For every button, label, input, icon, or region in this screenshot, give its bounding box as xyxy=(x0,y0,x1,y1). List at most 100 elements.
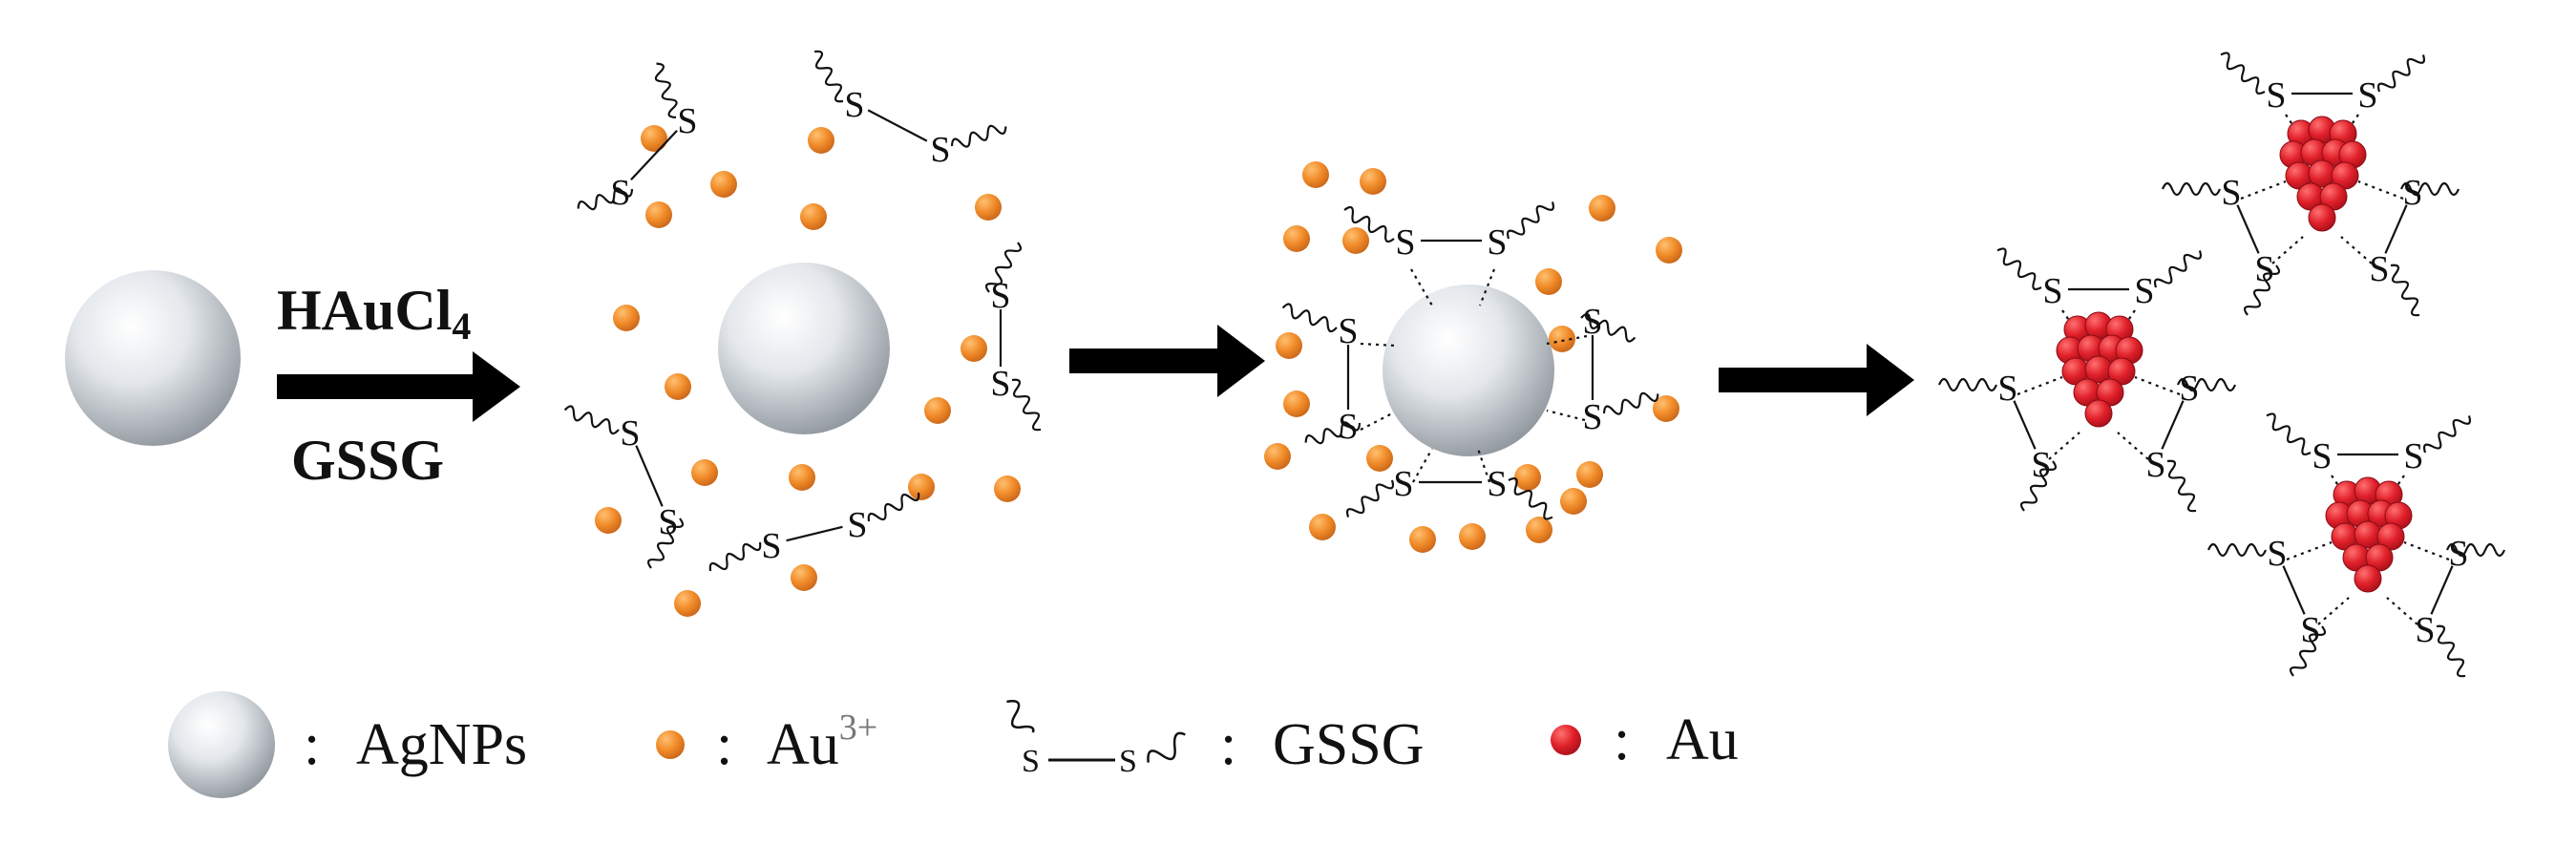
coordination-bond xyxy=(1360,412,1395,431)
glutathione-tail-icon xyxy=(1343,205,1395,243)
sulfur-label: S xyxy=(2221,173,2241,213)
sulfur-label: S xyxy=(2134,271,2154,311)
coordination-bond xyxy=(2357,180,2404,201)
glutathione-tail-icon xyxy=(2176,377,2237,392)
legend-au-ion-icon xyxy=(656,730,685,759)
glutathione-tail-icon xyxy=(577,187,634,211)
au-ion-icon xyxy=(1409,526,1436,553)
agnp-sphere-icon xyxy=(1383,285,1554,456)
sulfur-label: S xyxy=(2266,75,2286,116)
disulfide-bond xyxy=(2161,400,2185,450)
sulfur-label: S xyxy=(2357,75,2377,116)
au-ion-icon xyxy=(674,590,701,617)
coordination-bond xyxy=(2340,236,2373,264)
au-ion-icon xyxy=(924,397,951,424)
glutathione-tail-icon xyxy=(1602,391,1659,415)
legend: : AgNPs : Au3+ S S : GSSG : Au xyxy=(168,691,1739,798)
au-ion-icon xyxy=(645,201,672,228)
au-ion-icon xyxy=(1309,514,1336,540)
au-ion-icon xyxy=(791,564,817,591)
disulfide-bond xyxy=(2013,400,2037,450)
au-ion-icon xyxy=(1560,488,1587,515)
sulfur-label: S xyxy=(2145,445,2165,485)
sulfur-label: S xyxy=(1997,369,2017,409)
coordination-bond xyxy=(2134,375,2181,396)
agnp-sphere-icon xyxy=(65,270,241,446)
sulfur-label: S xyxy=(2254,249,2274,289)
sulfur-label: S xyxy=(2312,436,2332,476)
coordination-bond xyxy=(2286,540,2333,561)
coordination-bond xyxy=(2048,432,2080,460)
arrow-1-head-icon xyxy=(473,351,520,422)
glutathione-tail-icon xyxy=(2220,52,2266,95)
au-atom-icon xyxy=(2308,203,2336,232)
au-ion-icon xyxy=(1514,464,1541,491)
agnp-sphere-icon xyxy=(718,263,890,434)
glutathione-tail-icon xyxy=(2399,181,2460,197)
legend-au3-label: Au3+ xyxy=(767,708,877,777)
coordination-bond xyxy=(2317,597,2350,625)
coordination-bond xyxy=(1360,342,1397,348)
glutathione-tail-icon xyxy=(563,405,620,435)
au-ion-icon xyxy=(789,464,815,491)
au-ion-icon xyxy=(1589,195,1615,222)
glutathione-tail-icon xyxy=(1937,377,1998,392)
glutathione-tail-icon xyxy=(2422,415,2472,454)
glutathione-tail-icon xyxy=(1011,378,1042,432)
sulfur-label: S xyxy=(2042,271,2062,311)
disulfide-bond xyxy=(2384,204,2408,254)
au-ion-icon xyxy=(1535,268,1562,295)
au-ion-icon xyxy=(665,373,691,400)
au-ion-icon xyxy=(1302,161,1329,188)
sulfur-label: S xyxy=(1338,311,1358,351)
glutathione-tail-icon xyxy=(1996,247,2042,290)
sulfur-label: S xyxy=(990,276,1010,316)
coordination-bond xyxy=(1546,409,1586,422)
au-ion-icon xyxy=(1283,225,1310,252)
coordination-bond xyxy=(1412,448,1433,483)
coordination-bond xyxy=(2271,236,2304,264)
sulfur-label: S xyxy=(990,364,1010,404)
legend-separator: : xyxy=(1220,712,1236,777)
arrow-2-head-icon xyxy=(1217,325,1265,397)
coordination-bond xyxy=(1476,448,1491,483)
legend-gssg-icon: S S xyxy=(1006,700,1186,779)
sulfur-label: S xyxy=(2369,249,2389,289)
au-ion-icon xyxy=(1264,443,1291,470)
glutathione-tail-icon xyxy=(2166,459,2197,513)
sulfur-label: S xyxy=(1338,407,1358,447)
coordination-bond xyxy=(2117,432,2149,460)
coordination-bond xyxy=(1478,268,1496,306)
legend-au-label: Au xyxy=(1666,708,1739,772)
sulfur-label: S xyxy=(2403,436,2423,476)
arrow-3-head-icon xyxy=(1867,344,1914,416)
glutathione-tail-icon xyxy=(646,518,685,569)
sulfur-label: S xyxy=(1393,464,1413,504)
legend-gssg-label: GSSG xyxy=(1273,712,1425,777)
sulfur-label: S xyxy=(844,85,864,125)
glutathione-tail-icon xyxy=(1281,303,1338,333)
au-ion-icon xyxy=(800,203,827,230)
glutathione-tail-icon xyxy=(2243,264,2281,316)
au-ion-icon xyxy=(808,127,834,154)
sulfur-label: S xyxy=(1487,464,1507,504)
au-ion-icon xyxy=(1526,517,1552,543)
coordination-bond xyxy=(2016,375,2063,396)
au-ion-icon xyxy=(1576,461,1603,488)
glutathione-tail-icon xyxy=(1304,421,1362,445)
glutathione-tail-icon xyxy=(708,541,762,572)
au-ion-icon xyxy=(908,474,935,500)
sulfur-label: S xyxy=(658,502,678,542)
glutathione-tail-icon xyxy=(2390,264,2420,317)
legend-au-atom-icon xyxy=(1551,725,1581,755)
svg-text:S: S xyxy=(1119,744,1137,779)
legend-separator: : xyxy=(304,712,320,777)
au-ion-icon xyxy=(595,507,622,534)
glutathione-tail-icon xyxy=(2289,625,2327,677)
au-ion-icon xyxy=(1366,445,1393,472)
disulfide-bond xyxy=(867,109,928,142)
sulfur-label: S xyxy=(2415,610,2435,650)
